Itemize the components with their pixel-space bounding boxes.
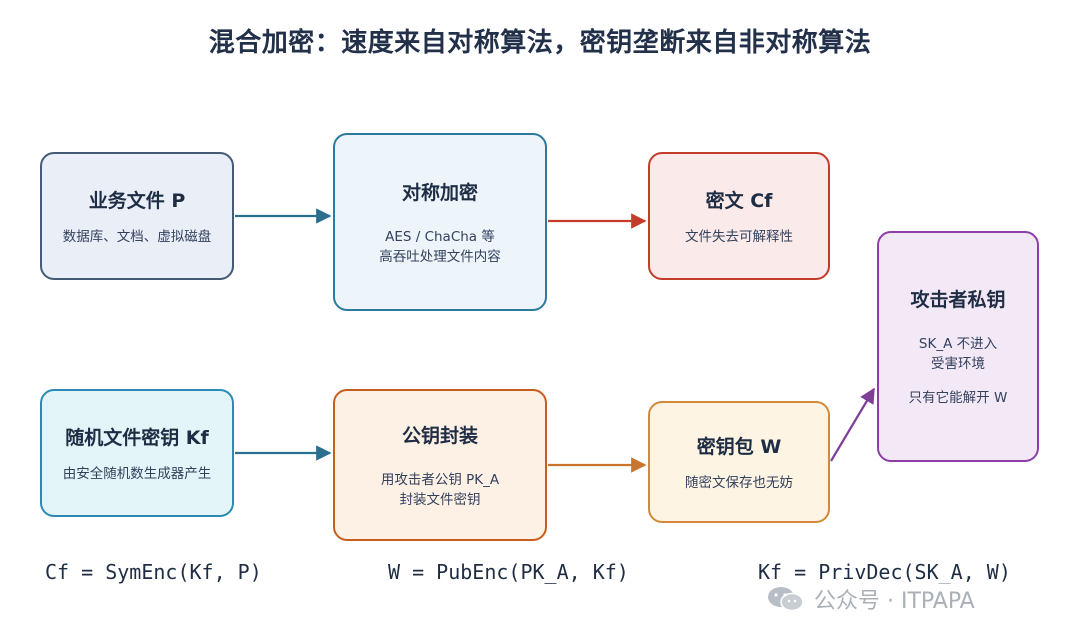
file-key-box: 随机文件密钥 Kf 由安全随机数生成器产生: [40, 389, 234, 517]
public-key-wrap-box: 公钥封装 用攻击者公钥 PK_A 封装文件密钥: [333, 389, 547, 541]
attacker-private-key-desc-2: 受害环境: [931, 356, 985, 372]
formula-priv-dec: Kf = PrivDec(SK_A, W): [758, 560, 1011, 584]
symmetric-encryption-desc-2: 高吞吐处理文件内容: [379, 248, 501, 265]
key-package-title: 密钥包 W: [696, 435, 782, 458]
plaintext-file-desc: 数据库、文档、虚拟磁盘: [62, 228, 212, 245]
arrow-keypackage-to-privatekey: [830, 387, 875, 462]
symmetric-encryption-box: 对称加密 AES / ChaCha 等 高吞吐处理文件内容: [333, 133, 547, 311]
file-key-title: 随机文件密钥 Kf: [65, 426, 209, 449]
formula-sym-enc: Cf = SymEnc(Kf, P): [45, 560, 262, 584]
plaintext-file-title: 业务文件 P: [88, 189, 186, 212]
symmetric-encryption-title: 对称加密: [401, 181, 478, 204]
plaintext-file-box: 业务文件 P 数据库、文档、虚拟磁盘: [40, 152, 234, 280]
public-key-wrap-desc-1: 用攻击者公钥 PK_A: [380, 471, 500, 488]
attacker-private-key-title: 攻击者私钥: [910, 289, 1006, 311]
attacker-private-key-box: 攻击者私钥 SK_A 不进入 受害环境 只有它能解开 W: [877, 231, 1039, 462]
key-package-box: 密钥包 W 随密文保存也无妨: [648, 401, 830, 523]
formula-pub-enc: W = PubEnc(PK_A, Kf): [388, 560, 629, 584]
ciphertext-desc: 文件失去可解释性: [685, 228, 793, 245]
symmetric-encryption-desc-1: AES / ChaCha 等: [385, 228, 495, 245]
diagram-title: 混合加密：速度来自对称算法，密钥垄断来自非对称算法: [208, 28, 872, 58]
ciphertext-box: 密文 Cf 文件失去可解释性: [648, 152, 830, 280]
file-key-desc: 由安全随机数生成器产生: [62, 465, 212, 482]
public-key-wrap-desc-2: 封装文件密钥: [399, 491, 481, 508]
wechat-icon: [768, 587, 804, 612]
watermark: 公众号 · ITPAPA: [766, 583, 975, 615]
key-package-desc: 随密文保存也无妨: [685, 474, 793, 491]
attacker-private-key-desc-1: SK_A 不进入: [918, 336, 998, 352]
ciphertext-title: 密文 Cf: [705, 189, 773, 212]
attacker-private-key-desc-3: 只有它能解开 W: [908, 390, 1008, 406]
watermark-text: 公众号 · ITPAPA: [814, 589, 975, 614]
public-key-wrap-title: 公钥封装: [401, 424, 478, 447]
